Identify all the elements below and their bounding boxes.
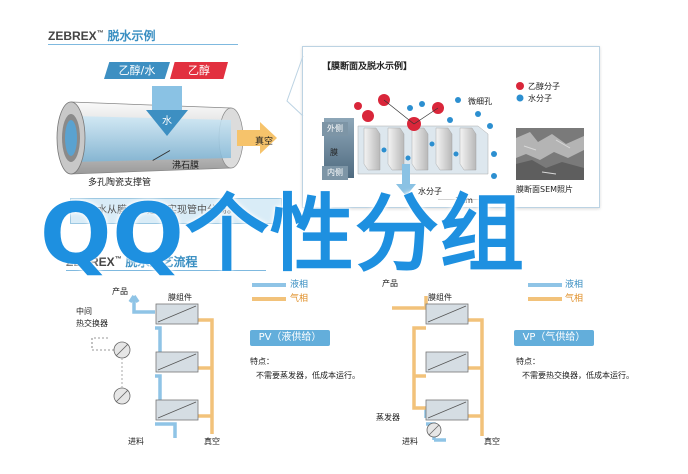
vp-label-product: 产品: [382, 279, 398, 288]
sem-photo: [516, 128, 584, 180]
vp-label-feed: 进料: [402, 437, 418, 446]
pv-flow-diagram: [91, 295, 214, 438]
process-trademark-mark: ™: [114, 256, 122, 263]
label-sem: 膜断面SEM照片: [516, 185, 574, 194]
vp-pill: VP（气供给）: [514, 330, 594, 346]
legend-gas-swatch-right: [528, 297, 562, 301]
pv-label-feed: 进料: [128, 437, 144, 446]
water-arrow-label: 水: [162, 116, 172, 127]
vp-feature-text: 不需要热交换器，低成本运行。: [522, 371, 634, 380]
label-vacuum-top: 真空: [255, 137, 274, 147]
info-banner: 水从膜中渗透，实现管中分离。: [70, 198, 282, 224]
legend-ethanol: 乙醇分子: [528, 82, 560, 91]
pv-label-vacuum: 真空: [204, 437, 220, 446]
pv-feature-text: 不需要蒸发器，低成本运行。: [256, 371, 360, 380]
panel-callout-pointer: [286, 55, 304, 117]
label-zeolite: 沸石膜: [172, 161, 200, 171]
pv-feature-title: 特点：: [250, 357, 274, 366]
legend-liquid-swatch-right: [528, 283, 562, 287]
pv-label-hx-2: 热交换器: [76, 319, 108, 328]
label-membrane: 膜: [330, 148, 338, 157]
title-suffix: 脱水示例: [107, 29, 156, 43]
process-title-suffix: 脱水工艺流程: [125, 255, 198, 269]
trademark-mark: ™: [96, 30, 104, 37]
legend-gas-right: 气相: [565, 294, 584, 304]
vp-feature-title: 特点：: [516, 357, 540, 366]
legend-dots: [516, 82, 524, 102]
process-section-title: ZEBREX™ 脱水工艺流程: [66, 253, 198, 270]
legend-gas: 气相: [290, 294, 309, 304]
legend-liquid: 液相: [290, 280, 309, 290]
pv-label-hx-1: 中间: [76, 307, 92, 316]
label-ceramic-tube: 多孔陶瓷支撑管: [88, 178, 152, 188]
legend-water: 水分子: [528, 94, 552, 103]
process-brand-name: ZEBREX: [66, 255, 115, 269]
label-water-molecule: 水分子: [418, 187, 442, 196]
label-inner: 内侧: [322, 166, 348, 180]
pv-label-module: 膜组件: [168, 293, 192, 302]
label-micropore: 微细孔: [468, 97, 492, 106]
water-down-arrow-icon: [146, 110, 188, 136]
title-underline: [48, 44, 238, 45]
vp-label-module: 膜组件: [428, 293, 452, 302]
water-arrow-stem: [152, 86, 182, 112]
top-section-title: ZEBREX™ 脱水示例: [48, 27, 156, 44]
vp-flow-diagram: [392, 296, 484, 442]
overlay-text: QQ个性分组: [40, 185, 525, 283]
pv-pill: PV（液供给）: [250, 330, 330, 346]
tag-ethanol-water: 乙醇/水: [104, 62, 170, 79]
membrane-tube-illustration: [56, 101, 277, 175]
process-title-underline: [66, 270, 266, 271]
panel-title: 【膜断面及脱水示例】: [322, 62, 413, 72]
brand-name: ZEBREX: [48, 29, 97, 43]
pv-label-product: 产品: [112, 287, 128, 296]
legend-liquid-swatch: [252, 283, 286, 287]
label-outer: 外侧: [322, 122, 348, 136]
membrane-cross-section: [324, 94, 504, 200]
label-scale: 1μm: [455, 196, 473, 205]
legend-liquid-right: 液相: [565, 280, 584, 290]
tag-ethanol: 乙醇: [170, 62, 228, 79]
vp-label-evaporator: 蒸发器: [376, 413, 400, 422]
legend-gas-swatch: [252, 297, 286, 301]
vp-label-vacuum: 真空: [484, 437, 500, 446]
